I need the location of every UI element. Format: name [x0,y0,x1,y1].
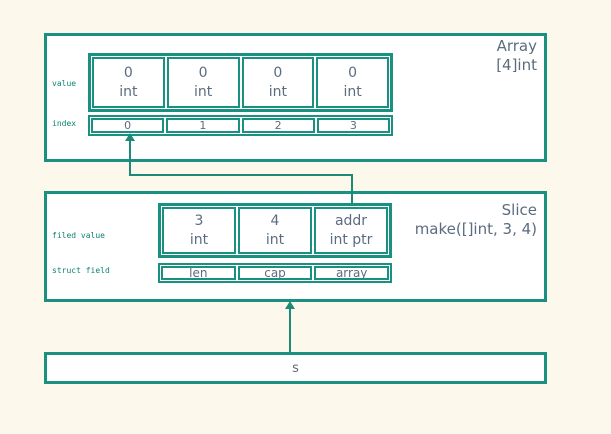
array-value-cell-2: 0 int [241,57,315,108]
slice-field-len: len [161,266,236,280]
cell-type: int [343,83,362,100]
slice-box-title: Slice make([]int, 3, 4) [317,201,537,239]
array-index-cell-2: 2 [241,118,315,133]
array-index-cell-1: 1 [166,118,240,133]
cell-value: addr [334,212,368,229]
slice-field-cap: cap [237,266,313,280]
array-value-cell-0: 0 int [92,57,165,108]
s-variable-box: s [44,352,547,384]
index-number: 2 [274,118,282,132]
index-number: 0 [124,118,132,132]
cell-value: 3 [194,212,204,229]
cell-value: 0 [198,64,208,81]
slice-array-pointer-cell: addr int ptr [314,207,388,254]
array-index-row-label: index [52,119,77,128]
array-value-row: 0 int 0 int 0 int 0 int [88,53,393,112]
field-name: array [335,266,368,280]
slice-field-value-row-label: filed value [52,231,105,240]
s-variable-label: s [292,360,299,376]
cell-type: int [265,231,285,248]
slice-field-array: array [314,266,390,280]
cell-type: int [193,83,213,100]
index-number: 3 [349,118,357,132]
index-number: 1 [199,118,207,132]
cell-type: int [119,83,138,100]
array-value-row-label: value [52,79,77,88]
array-value-cell-1: 0 int [166,57,240,108]
array-index-cell-3: 3 [316,118,390,133]
connector-addr-vertical-line [351,174,353,205]
connector-addr-to-index-line [129,140,131,176]
array-title-type: Array [496,37,537,55]
slice-title-decl: make([]int, 3, 4) [414,220,537,238]
field-name: len [189,266,208,280]
connector-addr-horizontal-line [129,174,353,176]
slice-struct-field-row: len cap array [158,263,392,283]
arrowhead-to-index0-icon [125,133,135,141]
field-name: cap [264,266,286,280]
connector-s-to-slice-line [289,308,291,352]
slice-cap-value-cell: 4 int [238,207,312,254]
slice-title-type: Slice [501,201,537,219]
array-box-title: Array [4]int [347,37,537,75]
cell-type: int [268,83,287,100]
array-title-decl: [4]int [496,56,537,74]
array-index-row: 0 1 2 3 [88,115,393,136]
slice-len-value-cell: 3 int [162,207,236,254]
slice-struct-field-row-label: struct field [52,266,110,275]
cell-value: 0 [348,64,358,81]
arrowhead-to-slice-icon [285,301,295,309]
array-index-cell-0: 0 [91,118,165,133]
cell-type: int ptr [329,231,373,248]
array-value-cell-3: 0 int [316,57,389,108]
cell-value: 0 [273,64,283,81]
cell-value: 4 [270,212,280,229]
slice-field-value-row: 3 int 4 int addr int ptr [158,203,392,258]
cell-type: int [189,231,209,248]
cell-value: 0 [123,64,133,81]
